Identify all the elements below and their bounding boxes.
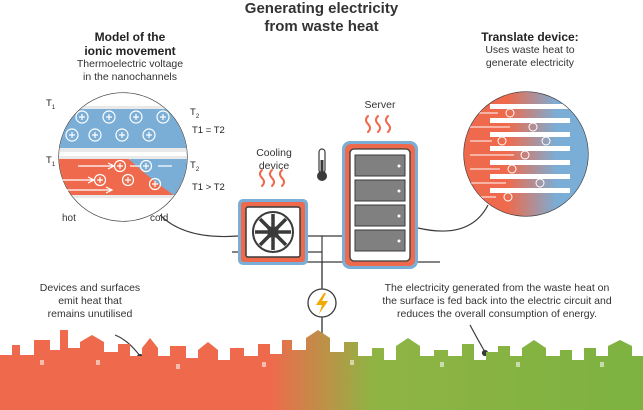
translate-device-circle (463, 91, 589, 217)
server-heat-waves (365, 115, 391, 133)
label-t1-top: T1 (46, 98, 56, 111)
label-greater: T1 > T2 (192, 182, 225, 193)
server-label: Server (364, 99, 396, 111)
diagram-title: Generating electricity from waste heat (244, 0, 399, 35)
label-equal: T1 = T2 (192, 125, 225, 136)
translate-header: Translate device: Uses waste heat to gen… (481, 30, 579, 69)
left-caption: Devices and surfaces emit heat that rema… (39, 282, 141, 320)
label-t2-top: T2 (190, 107, 200, 120)
ionic-model-circle (58, 92, 188, 222)
model-header: Model of the ionic movement Thermoelectr… (76, 30, 184, 83)
circuit-wires (159, 204, 489, 345)
label-t2-bottom: T2 (190, 160, 200, 173)
right-caption: The electricity generated from the waste… (382, 282, 612, 320)
lightning-icon (307, 288, 337, 318)
label-hot: hot (62, 213, 76, 224)
thermometer-icon (317, 148, 327, 181)
label-cold: cold (150, 213, 169, 224)
city-skyline (0, 330, 643, 410)
cooling-device (238, 199, 308, 265)
cooling-device-label: Cooling device (256, 147, 292, 172)
server (342, 141, 418, 269)
label-t1-bottom: T1 (46, 155, 56, 168)
cooling-heat-waves (259, 169, 285, 187)
